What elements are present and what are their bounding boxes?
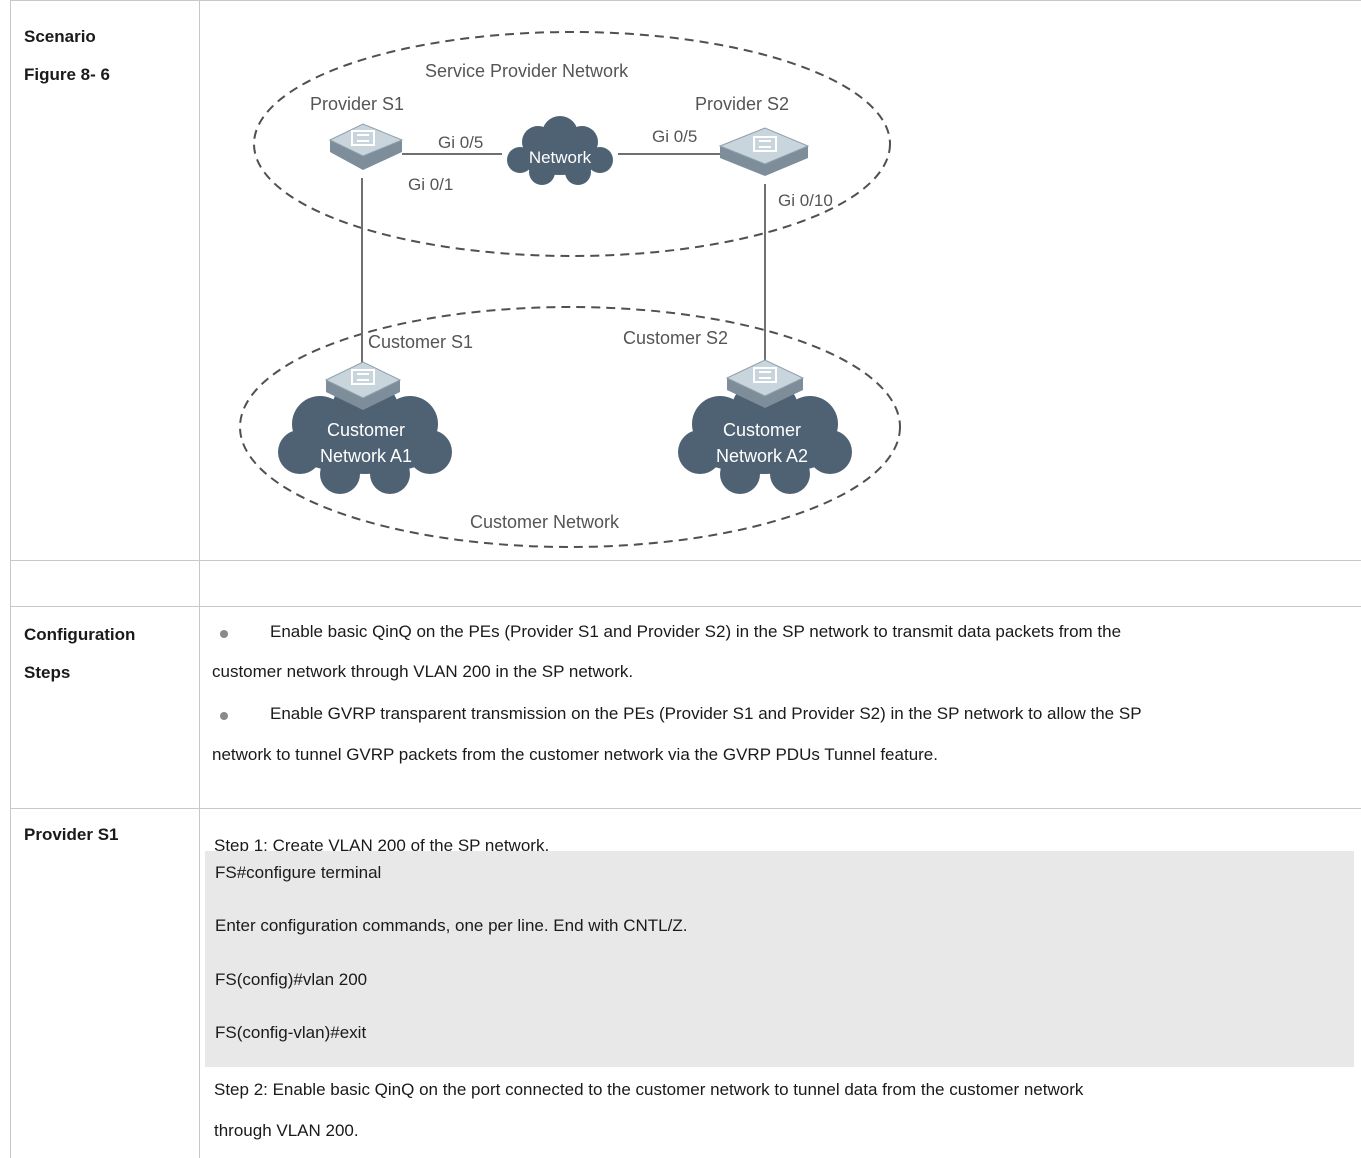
code-block: FS#configure terminal Enter configuratio… [205, 851, 1354, 1067]
port-s2-uplink-label: Gi 0/5 [652, 127, 697, 146]
config-steps-label: Steps [24, 663, 71, 682]
bullet-text: Enable GVRP transparent transmission on … [270, 704, 1142, 723]
customer-s1-switch-icon [324, 361, 402, 410]
customer-s2-label: Customer S2 [623, 328, 728, 348]
customer-a2-label: Network A2 [716, 446, 808, 466]
provider-s2-switch-icon [718, 127, 810, 176]
bullet-text: customer network through VLAN 200 in the… [212, 662, 634, 681]
customer-network-ellipse [239, 306, 901, 548]
customer-a1-label: Customer [327, 420, 405, 440]
figure-label: Figure 8- 6 [24, 65, 110, 84]
bullet-icon [220, 712, 228, 720]
sp-network-label: Service Provider Network [425, 61, 629, 81]
port-s1-uplink-label: Gi 0/5 [438, 133, 483, 152]
customer-network-label: Customer Network [470, 512, 620, 532]
table-left-border [10, 0, 11, 1158]
bullet-icon [220, 630, 228, 638]
sp-network-ellipse [253, 31, 891, 257]
port-s2-downlink-label: Gi 0/10 [778, 191, 833, 210]
bullet-text: network to tunnel GVRP packets from the … [212, 745, 938, 764]
code-line: Enter configuration commands, one per li… [215, 916, 688, 935]
table-column-divider [199, 0, 200, 1158]
row-divider [10, 606, 1361, 607]
row-divider [10, 560, 1361, 561]
customer-a1-label: Network A1 [320, 446, 412, 466]
row-divider [10, 0, 1361, 1]
network-topology-diagram: Network [239, 31, 901, 548]
customer-s2-switch-icon [725, 359, 805, 408]
step2-text: Step 2: Enable basic QinQ on the port co… [214, 1080, 1084, 1099]
step1-text: Step 1: Create VLAN 200 of the SP networ… [214, 836, 550, 855]
code-line: FS(config-vlan)#exit [215, 1023, 367, 1042]
scenario-label: Scenario [24, 27, 96, 46]
step2-text: through VLAN 200. [214, 1121, 359, 1140]
code-line: FS(config)#vlan 200 [215, 970, 368, 989]
customer-s1-label: Customer S1 [368, 332, 473, 352]
provider-s1-label: Provider S1 [24, 825, 119, 844]
network-cloud-label: Network [529, 148, 592, 167]
provider-s1-switch-icon [328, 123, 404, 170]
row-divider [10, 808, 1361, 809]
customer-a2-label: Customer [723, 420, 801, 440]
provider-s2-label: Provider S2 [695, 94, 789, 114]
config-steps-label: Configuration [24, 625, 136, 644]
network-cloud-icon [507, 116, 613, 185]
provider-s1-label: Provider S1 [310, 94, 404, 114]
port-s1-downlink-label: Gi 0/1 [408, 175, 453, 194]
code-line: FS#configure terminal [215, 863, 382, 882]
bullet-text: Enable basic QinQ on the PEs (Provider S… [270, 622, 1122, 641]
